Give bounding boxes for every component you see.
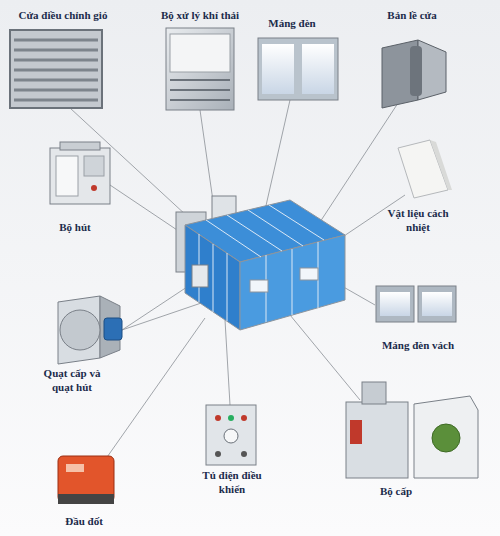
component-label: Máng đèn vách bbox=[368, 338, 468, 352]
component-label: Tủ điện điều khiển bbox=[199, 468, 265, 496]
component-label: Bộ xử lý khí thải bbox=[145, 8, 255, 22]
suction-unit-picture bbox=[50, 142, 110, 204]
fan-picture bbox=[58, 296, 122, 364]
component-label: Vật liệu cách nhiệt bbox=[386, 206, 450, 234]
hinge-picture bbox=[382, 40, 446, 108]
component-label: Máng đèn bbox=[252, 16, 332, 30]
component-label: Bộ cấp bbox=[361, 484, 431, 498]
component-label: Cửa điều chỉnh gió bbox=[3, 8, 123, 22]
ceiling-light-picture bbox=[258, 38, 338, 100]
control-cabinet-picture bbox=[206, 405, 256, 465]
component-label: Bản lề cửa bbox=[367, 8, 457, 22]
insulation-panel-picture bbox=[398, 140, 452, 198]
component-label: Bộ hút bbox=[40, 220, 110, 234]
burner-picture bbox=[58, 456, 114, 504]
damper-picture bbox=[10, 30, 102, 108]
wall-light-picture bbox=[376, 286, 456, 322]
exhaust-unit-picture bbox=[166, 28, 234, 110]
supply-unit-picture bbox=[346, 382, 478, 478]
paint-booth bbox=[176, 196, 345, 330]
component-label: Quạt cấp và quạt hút bbox=[35, 366, 109, 394]
component-label: Đầu đốt bbox=[49, 514, 119, 528]
